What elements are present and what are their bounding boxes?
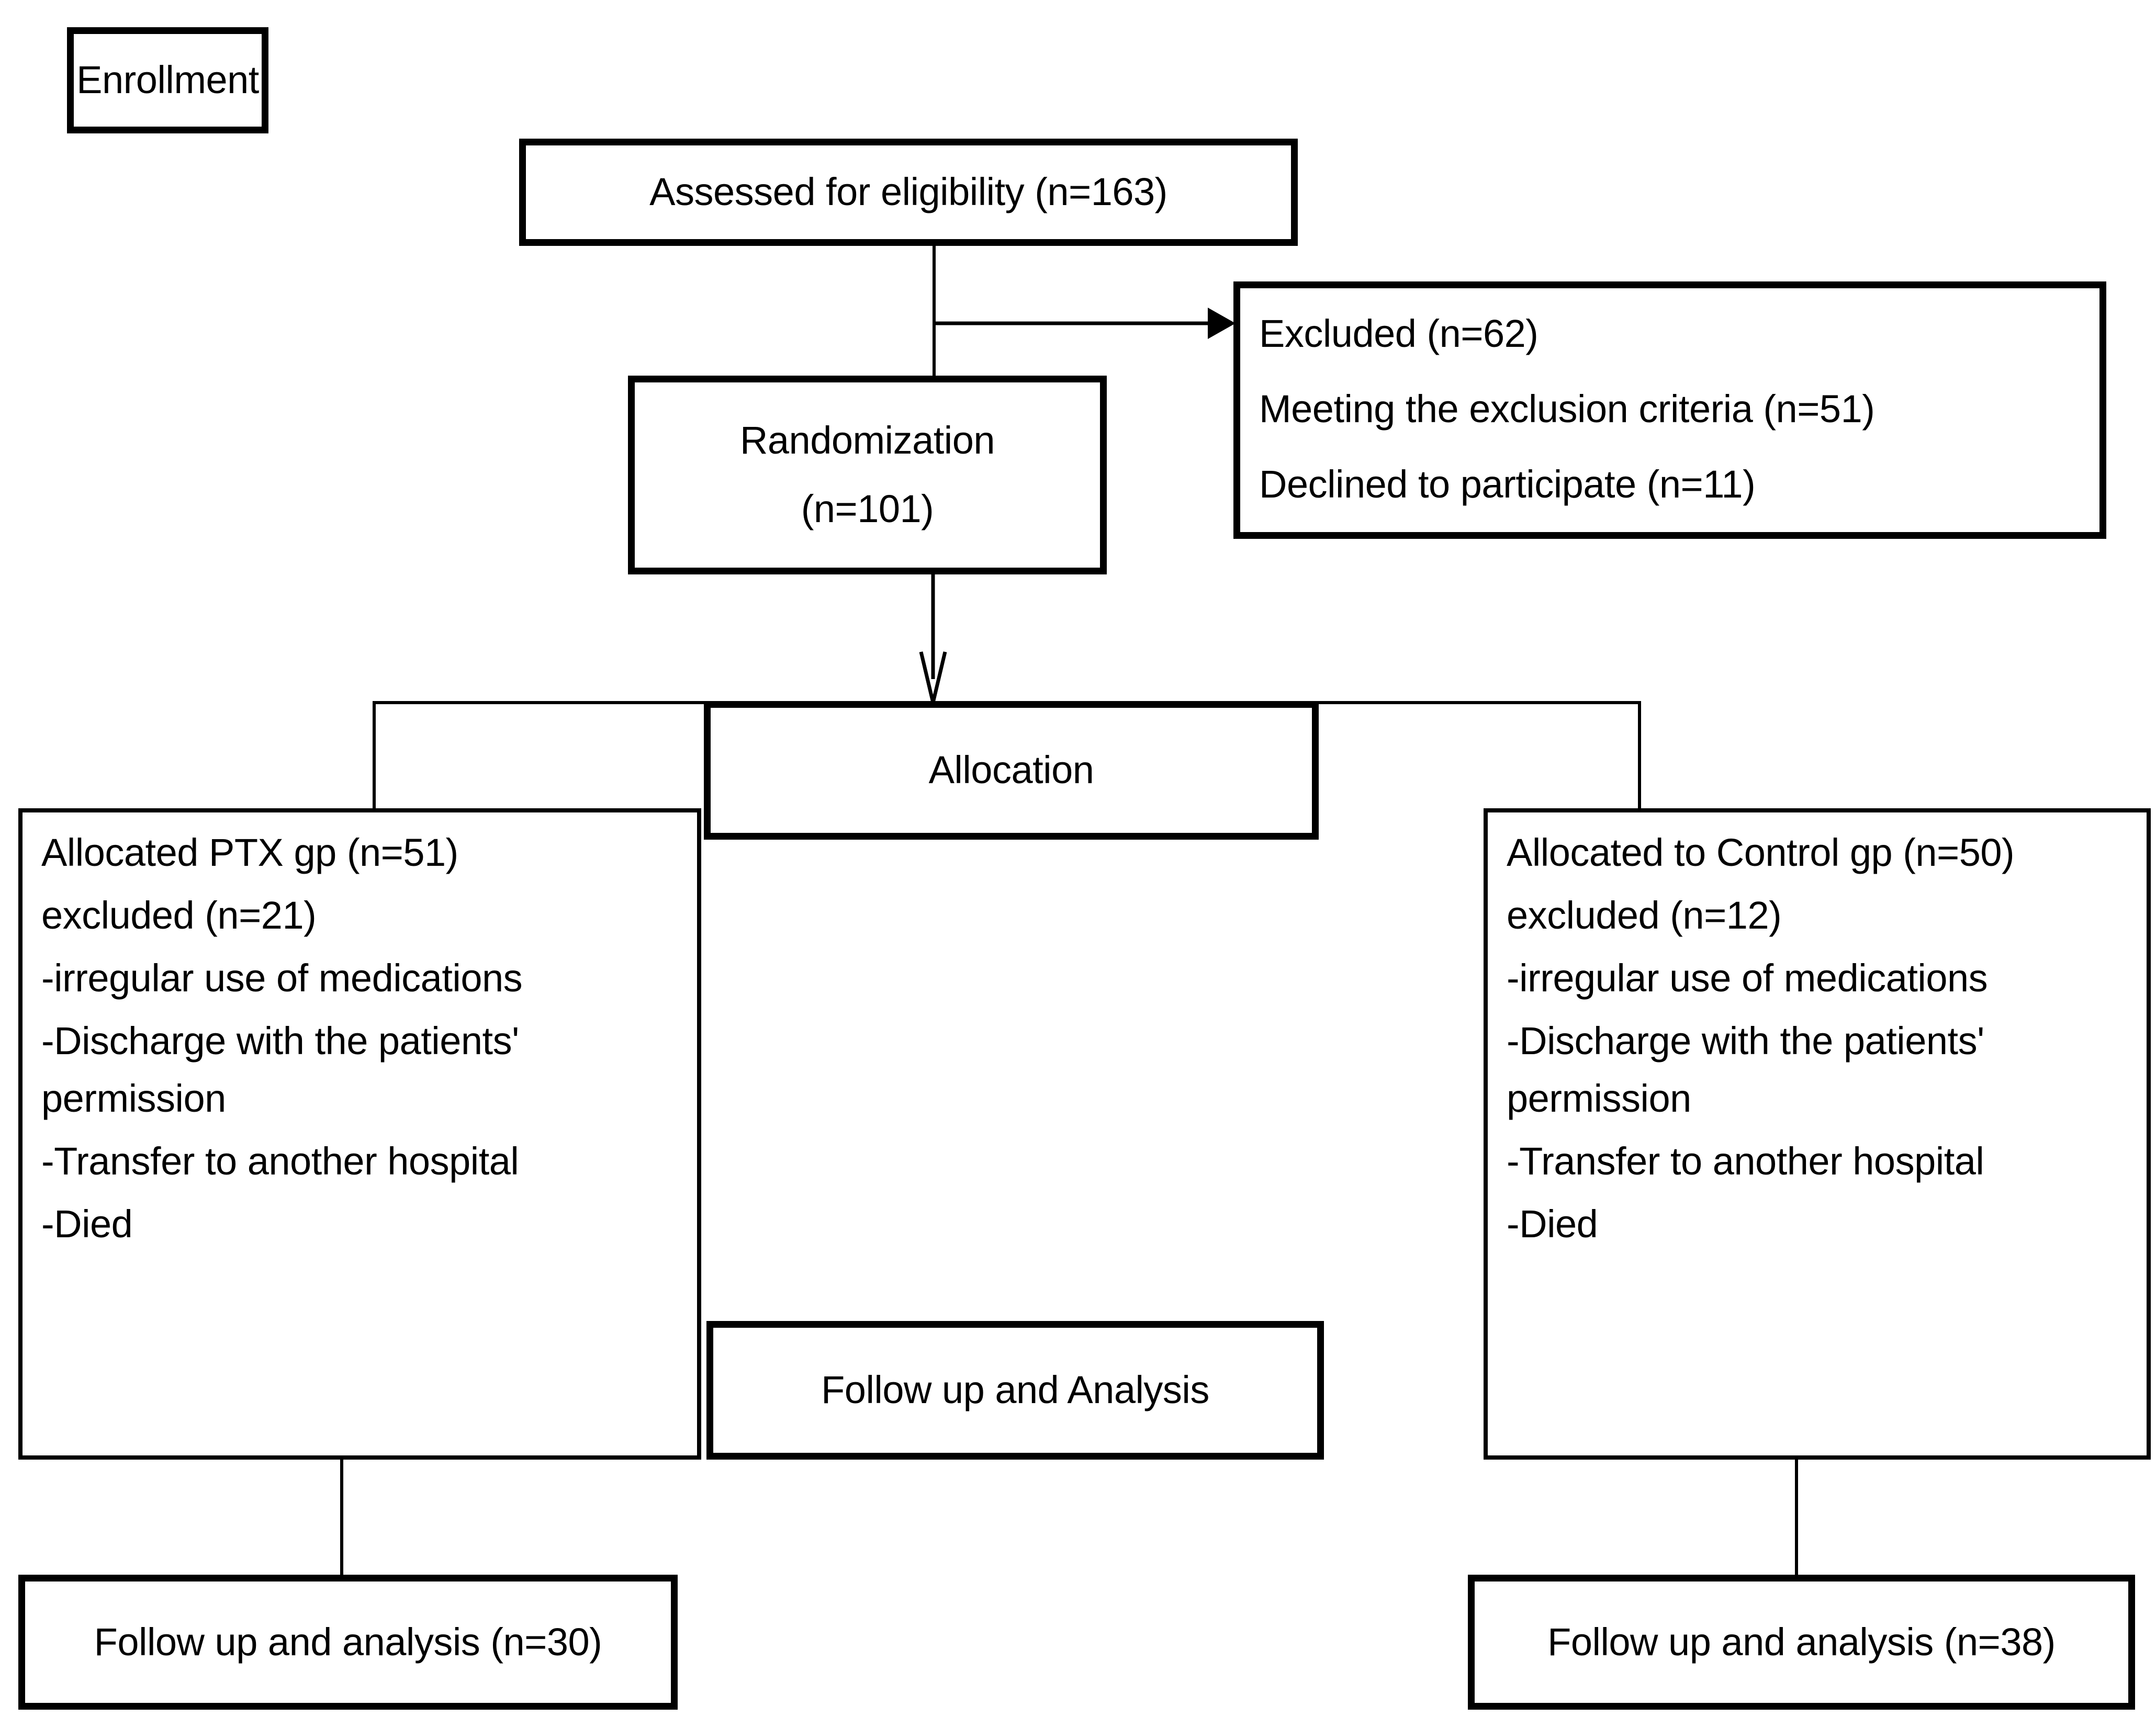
ptx-reason-died: -Died (41, 1202, 133, 1246)
randomization-count: (n=101) (801, 487, 934, 530)
control-excluded-label: excluded (n=12) (1507, 894, 1782, 937)
assessed-for-eligibility-box: Assessed for eligibility (n=163) (519, 139, 1298, 246)
followup-stage-label: Follow up and Analysis (821, 1368, 1209, 1412)
ptx-allocated-label: Allocated PTX gp (n=51) (41, 831, 458, 874)
control-reason-discharge-cont: permission (1507, 1077, 1691, 1120)
ptx-reason-irregular-medications: -irregular use of medications (41, 956, 523, 1000)
enrollment-stage-box: Enrollment (67, 27, 268, 133)
control-reason-transfer: -Transfer to another hospital (1507, 1139, 1984, 1183)
control-result-label: Follow up and analysis (n=38) (1547, 1620, 2056, 1664)
control-reason-irregular-medications: -irregular use of medications (1507, 956, 1988, 1000)
enrollment-stage-label: Enrollment (76, 58, 259, 102)
excluded-heading: Excluded (n=62) (1259, 312, 1539, 355)
excluded-reason-exclusion-criteria: Meeting the exclusion criteria (n=51) (1259, 387, 1875, 431)
ptx-reason-discharge-cont: permission (41, 1077, 226, 1120)
control-reason-discharge: -Discharge with the patients' (1507, 1019, 1984, 1063)
control-result-box: Follow up and analysis (n=38) (1468, 1575, 2135, 1710)
ptx-result-box: Follow up and analysis (n=30) (18, 1575, 678, 1710)
randomization-box: Randomization (n=101) (628, 376, 1107, 574)
randomization-title: Randomization (739, 419, 995, 462)
connector-control-to-result (1795, 1459, 1798, 1577)
excluded-reason-declined: Declined to participate (n=11) (1259, 462, 1756, 506)
connector-ptx-to-result (340, 1459, 343, 1577)
ptx-excluded-label: excluded (n=21) (41, 894, 317, 937)
ptx-reason-transfer: -Transfer to another hospital (41, 1139, 519, 1183)
connector-assessed-to-randomization (933, 246, 936, 377)
arrow-randomization-to-allocation (915, 574, 951, 705)
ptx-reason-discharge: -Discharge with the patients' (41, 1019, 519, 1063)
allocation-branch-left-drop (373, 701, 376, 812)
ptx-group-box: Allocated PTX gp (n=51) excluded (n=21) … (18, 808, 701, 1460)
arrow-assessed-to-excluded (936, 306, 1237, 343)
control-allocated-label: Allocated to Control gp (n=50) (1507, 831, 2015, 874)
assessed-for-eligibility-label: Assessed for eligibility (n=163) (649, 170, 1167, 214)
control-reason-died: -Died (1507, 1202, 1598, 1246)
control-group-box: Allocated to Control gp (n=50) excluded … (1484, 808, 2151, 1460)
allocation-branch-right-drop (1638, 701, 1641, 812)
excluded-box: Excluded (n=62) Meeting the exclusion cr… (1233, 281, 2106, 539)
allocation-stage-box: Allocation (704, 701, 1319, 840)
ptx-result-label: Follow up and analysis (n=30) (94, 1620, 602, 1664)
allocation-stage-label: Allocation (928, 748, 1094, 792)
followup-stage-box: Follow up and Analysis (706, 1321, 1324, 1460)
